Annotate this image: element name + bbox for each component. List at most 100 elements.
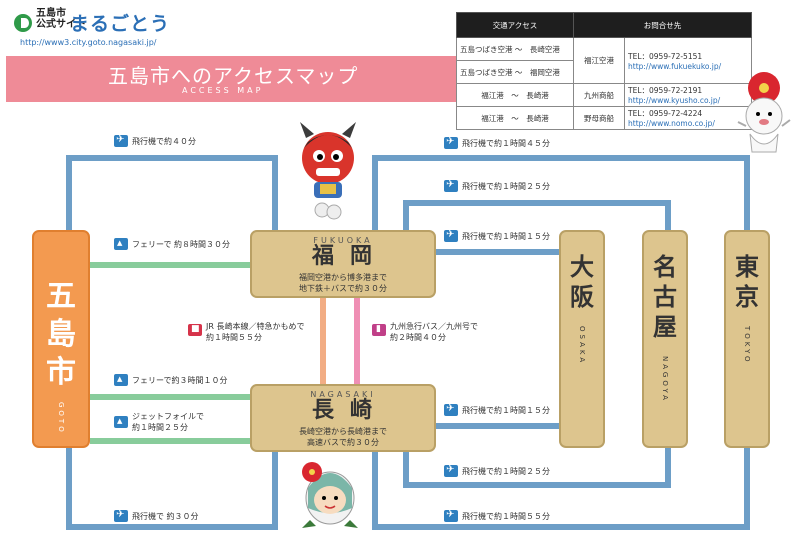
- route-line-air: [403, 200, 671, 206]
- city-logo-icon: [14, 14, 32, 32]
- city-en-fukuoka: FUKUOKA: [313, 236, 373, 245]
- table-cell-tel: TEL：0959-72-4224: [628, 109, 703, 118]
- route-label: 飛行機で約１時間１５分: [462, 406, 550, 415]
- table-cell-url[interactable]: http://www.nomo.co.jp/: [628, 119, 715, 128]
- plane-icon: [444, 229, 458, 242]
- table-cell-route: 五島つばき空港 〜 福岡空港: [456, 60, 574, 84]
- table-cell-contact: TEL：0959-72-2191 http://www.kyusho.co.jp…: [624, 83, 752, 107]
- city-box-osaka: 大阪 OSAKA: [559, 230, 605, 448]
- route-label: 飛行機で 約３０分: [132, 512, 199, 521]
- table-cell-name: 九州商船: [573, 83, 625, 107]
- route-label: JR 長崎本線／特急かもめで: [206, 322, 305, 331]
- city-box-goto: 五島市 GOTO: [32, 230, 90, 448]
- city-note-fukuoka-2: 地下鉄＋バスで約３０分: [299, 284, 387, 293]
- route-line-air: [372, 155, 378, 231]
- plane-icon: [114, 509, 128, 522]
- city-note-nagasaki-1: 長崎空港から長崎港まで: [299, 427, 387, 436]
- city-name-goto: 五島市: [46, 279, 76, 390]
- route-line-air: [372, 448, 378, 530]
- route-line-air: [66, 524, 278, 530]
- city-name-osaka: 大阪: [570, 253, 594, 311]
- route-label: 九州急行バス／九州号で: [390, 322, 478, 331]
- city-box-nagoya: 名古屋 NAGOYA: [642, 230, 688, 448]
- page-subtitle: ACCESS MAP: [182, 86, 264, 95]
- city-en-nagoya: NAGOYA: [661, 356, 669, 403]
- route-line-air: [665, 448, 671, 488]
- route-label: 約１時間２５分: [132, 423, 188, 432]
- ship-icon: [114, 416, 128, 428]
- plane-icon: [444, 509, 458, 522]
- city-en-nagasaki: NAGASAKI: [310, 390, 376, 399]
- route-label: 約１時間５５分: [206, 333, 262, 342]
- city-box-tokyo: 東京 TOKYO: [724, 230, 770, 448]
- route-line-air: [66, 155, 72, 231]
- table-row: 福江港 〜 長崎港 九州商船 TEL：0959-72-2191 http://w…: [456, 83, 752, 107]
- table-cell-route: 福江港 〜 長崎港: [456, 106, 574, 130]
- route-line-air: [372, 155, 750, 161]
- plane-icon: [444, 403, 458, 416]
- table-cell-url[interactable]: http://www.kyusho.co.jp/: [628, 96, 721, 105]
- route-label: 飛行機で約１時間１５分: [462, 232, 550, 241]
- oni-mascot-icon: [300, 122, 356, 220]
- table-cell-contact: TEL：0959-72-4224 http://www.nomo.co.jp/: [624, 106, 752, 130]
- city-en-goto: GOTO: [57, 402, 65, 435]
- city-box-nagasaki: NAGASAKI 長崎 長崎空港から長崎港まで 高速バスで約３０分: [250, 384, 436, 452]
- logo-name: まるごとう: [70, 13, 171, 35]
- plane-icon: [444, 136, 458, 149]
- tsubaki-mascot-icon: [737, 72, 791, 153]
- logo-text-official: 公式サイト: [36, 19, 86, 30]
- city-note-fukuoka-1: 福岡空港から博多港まで: [299, 273, 387, 282]
- city-en-osaka: OSAKA: [578, 326, 586, 366]
- route-label: 飛行機で約４０分: [132, 137, 196, 146]
- table-cell-name: 野母商船: [573, 106, 625, 130]
- route-line-air: [66, 155, 278, 161]
- train-icon: [188, 324, 202, 336]
- plane-icon: [444, 179, 458, 192]
- route-line-ferry: [90, 262, 252, 268]
- city-note-nagasaki-2: 高速バスで約３０分: [307, 438, 379, 447]
- route-line-train: [320, 296, 326, 386]
- table-cell-route: 福江港 〜 長崎港: [456, 83, 574, 107]
- route-line-air: [744, 155, 750, 231]
- route-line-bus: [354, 296, 360, 386]
- page-title: 五島市へのアクセスマップ: [108, 64, 359, 88]
- city-name-fukuoka: 福岡: [311, 244, 388, 269]
- site-url[interactable]: http://www3.city.goto.nagasaki.jp/: [20, 38, 157, 47]
- bus-icon: [372, 324, 386, 336]
- table-cell-url[interactable]: http://www.fukuekuko.jp/: [628, 61, 722, 71]
- table-cell-route: 五島つばき空港 〜 長崎空港: [456, 37, 574, 61]
- ship-icon: [114, 374, 128, 386]
- route-label: 飛行機で約１時間５５分: [462, 512, 550, 521]
- route-label: 飛行機で約１時間２５分: [462, 182, 550, 191]
- city-box-fukuoka: FUKUOKA 福岡 福岡空港から博多港まで 地下鉄＋バスで約３０分: [250, 230, 436, 298]
- table-cell-tel: TEL：0959-72-5151: [628, 51, 703, 61]
- plane-icon: [444, 464, 458, 477]
- camellia-mascot-icon: [302, 462, 358, 528]
- route-label: 飛行機で約１時間２５分: [462, 467, 550, 476]
- city-en-tokyo: TOKYO: [743, 326, 751, 365]
- ship-icon: [114, 238, 128, 250]
- route-label: フェリーで 約８時間３０分: [132, 240, 231, 249]
- table-cell-tel: TEL：0959-72-2191: [628, 86, 703, 95]
- table-row: 福江港 〜 長崎港 野母商船 TEL：0959-72-4224 http://w…: [456, 106, 752, 130]
- route-line-ferry: [90, 438, 252, 444]
- plane-icon: [114, 134, 128, 147]
- route-line-ferry: [90, 394, 252, 400]
- table-header-access: 交通アクセス: [456, 12, 574, 38]
- route-line-air: [372, 524, 750, 530]
- table-header-row: 交通アクセス お問合せ先: [456, 12, 752, 38]
- contact-table: 交通アクセス お問合せ先 五島つばき空港 〜 長崎空港 福江空港 TEL：095…: [456, 12, 752, 130]
- route-line-air: [272, 155, 278, 231]
- table-cell-name: 福江空港: [573, 37, 625, 84]
- table-cell-contact: TEL：0959-72-5151 http://www.fukuekuko.jp…: [624, 37, 752, 84]
- route-line-air: [66, 448, 72, 530]
- route-line-air: [403, 448, 409, 488]
- route-label: 約２時間４０分: [390, 333, 446, 342]
- city-name-nagoya: 名古屋: [653, 253, 677, 341]
- title-banner: [6, 56, 458, 102]
- table-row: 五島つばき空港 〜 福岡空港: [456, 60, 752, 84]
- route-line-air: [272, 448, 278, 530]
- route-line-air: [434, 423, 562, 429]
- route-label: 飛行機で約１時間４５分: [462, 139, 550, 148]
- logo-text-city: 五島市: [36, 8, 66, 19]
